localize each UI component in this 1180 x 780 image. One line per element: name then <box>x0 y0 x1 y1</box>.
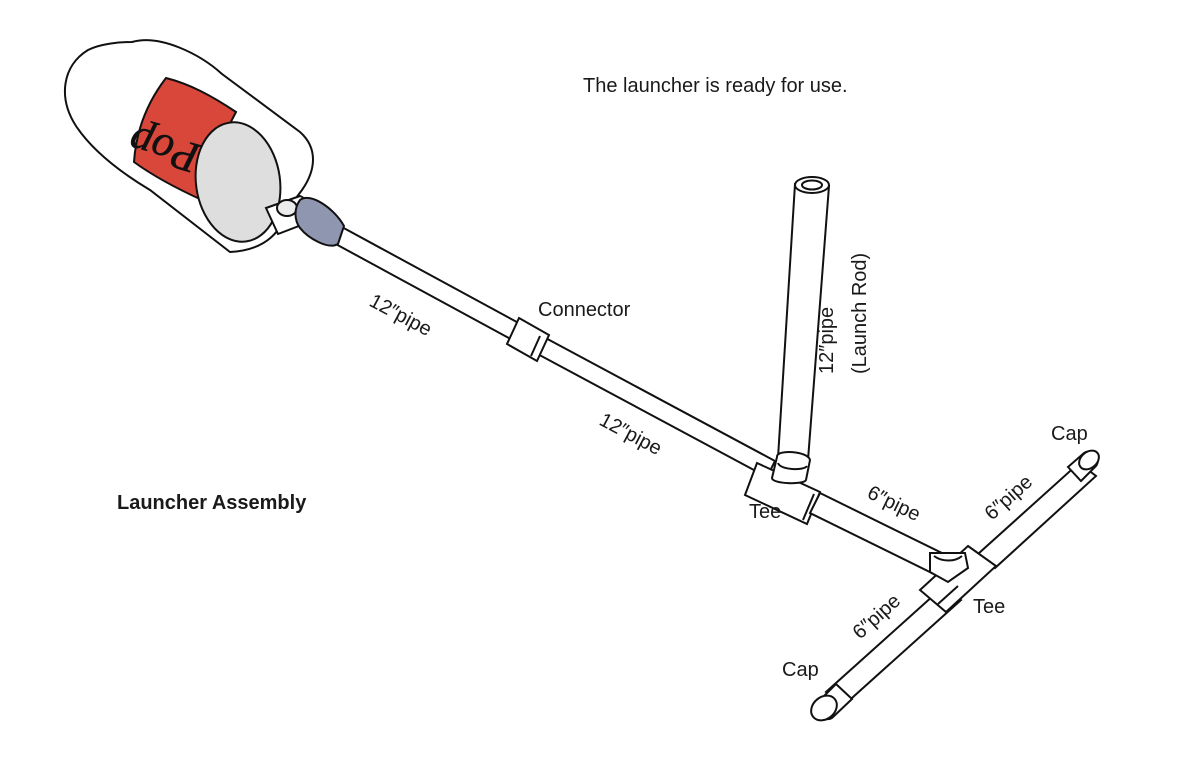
label-cap-bottom: Cap <box>782 659 819 681</box>
nozzle-tip <box>276 199 298 217</box>
label-tee-left: Tee <box>749 501 781 523</box>
label-cap-top: Cap <box>1051 423 1088 445</box>
caption: The launcher is ready for use. <box>583 75 848 97</box>
nozzle-cap <box>294 197 346 247</box>
bottle-base <box>194 121 282 243</box>
label-launch-rod-line1: 12″pipe <box>816 307 838 374</box>
pop-bottle: Pop <box>63 39 346 254</box>
label-connector: Connector <box>538 299 631 321</box>
diagram-title: Launcher Assembly <box>117 492 307 514</box>
cap-bottom-fitting <box>810 682 854 722</box>
label-launch-rod-line2: (Launch Rod) <box>849 253 871 374</box>
label-tee-right: Tee <box>973 596 1005 618</box>
cap-top-fitting <box>1066 449 1100 483</box>
connector-fitting <box>505 316 551 363</box>
tee-right-fitting <box>918 544 998 614</box>
label-pipe-12in-upper: 12″pipe <box>366 290 436 341</box>
tee-left-fitting <box>743 451 822 526</box>
